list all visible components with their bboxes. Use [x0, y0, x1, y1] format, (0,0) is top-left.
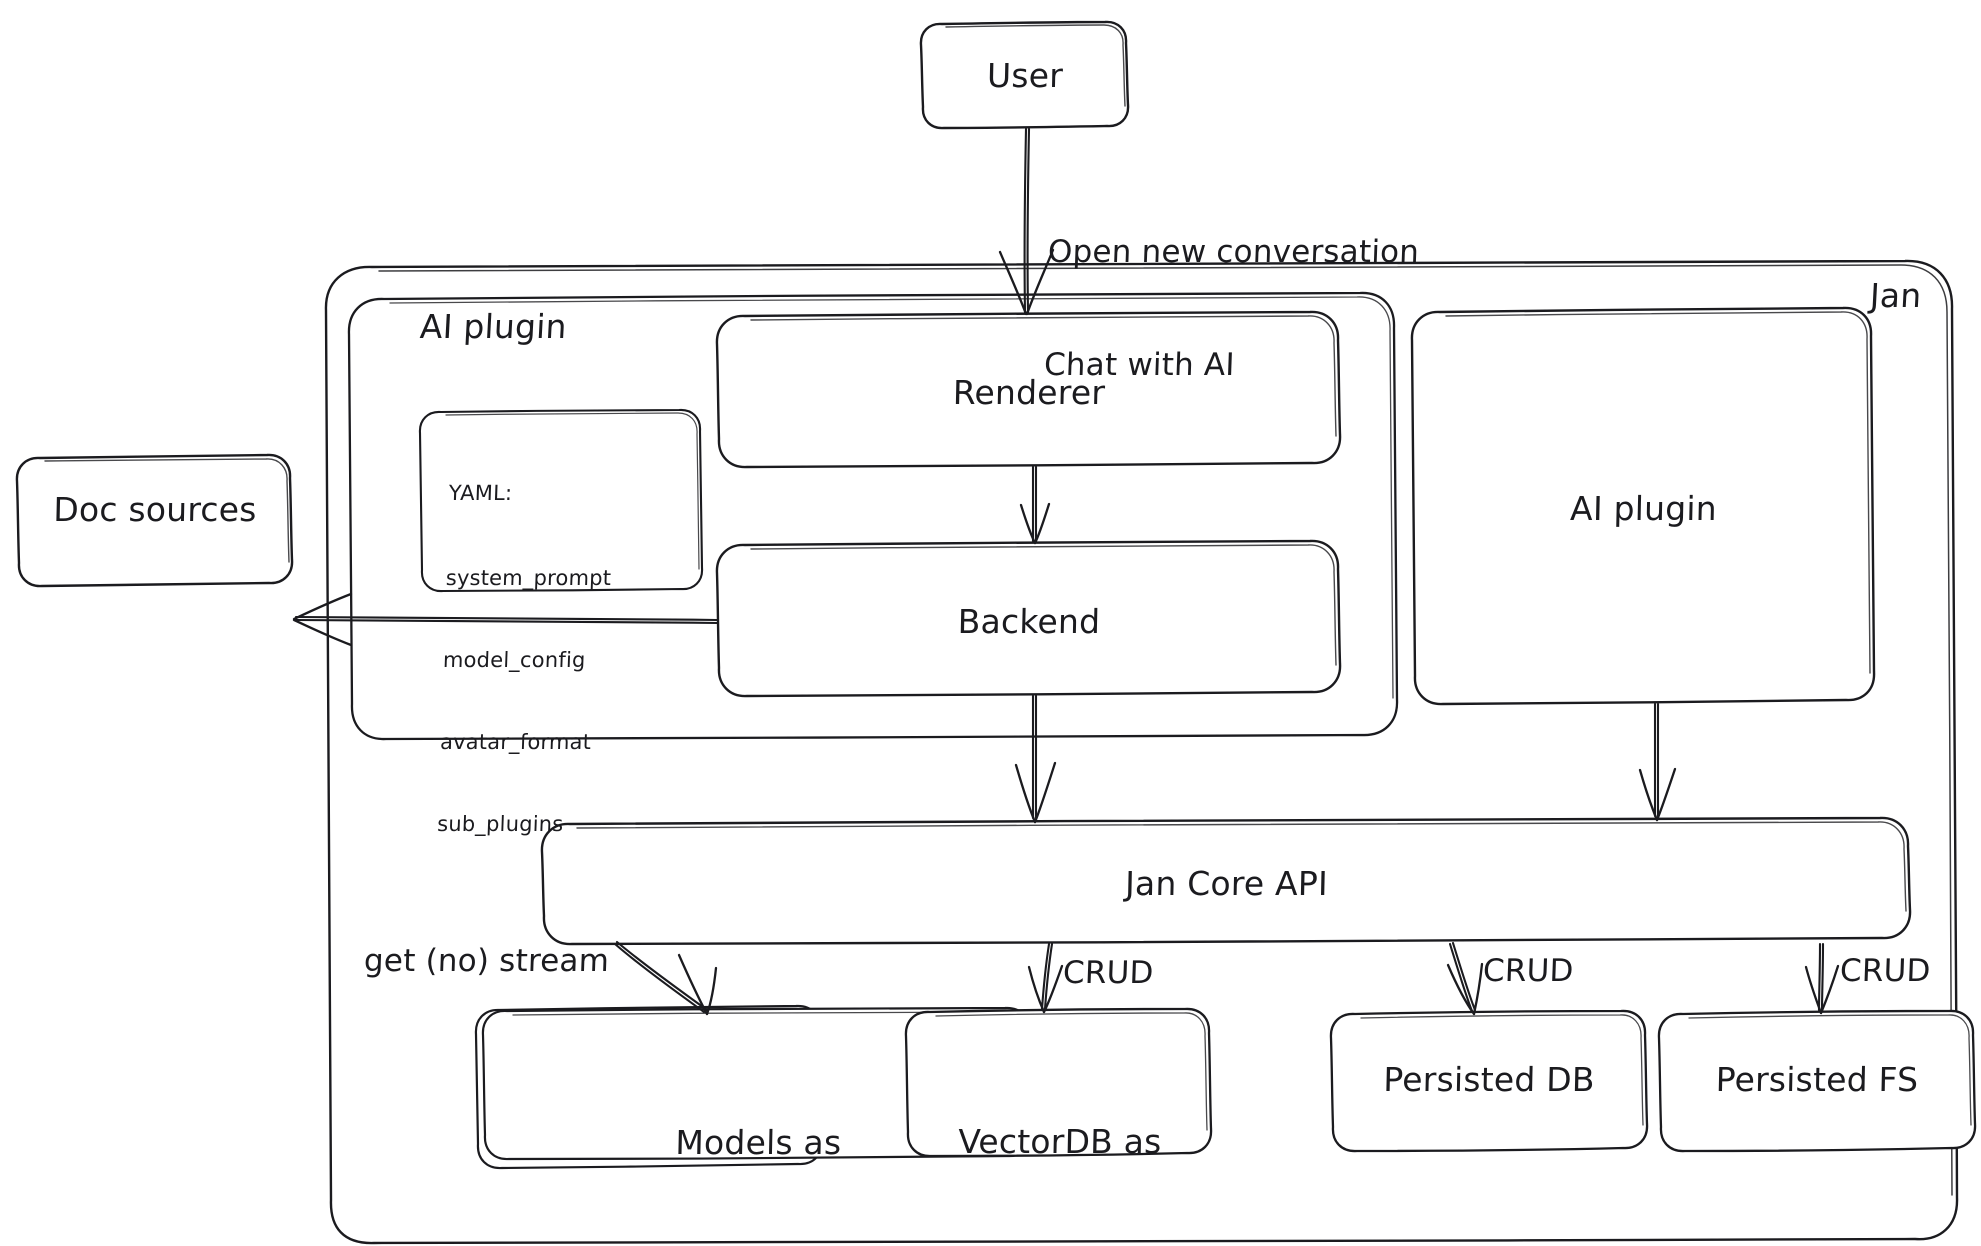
ai-plugin-right-node-shape [1410, 306, 1876, 706]
edge-ai-plugin-to-core-api [1638, 702, 1677, 822]
edge-core-api-to-models [613, 940, 718, 1016]
edge-backend-to-core-api [1014, 694, 1057, 824]
edge-renderer-to-backend [1019, 465, 1051, 545]
edge-core-api-to-persisted-db [1446, 941, 1484, 1016]
edge-backend-to-doc-sources [292, 592, 719, 647]
persisted-fs-node-shape [1657, 1009, 1977, 1153]
edge-user-to-renderer [998, 127, 1055, 316]
edge-core-api-to-persisted-fs [1804, 942, 1840, 1015]
vectordb-plugin-node-shape [904, 1007, 1213, 1158]
persisted-db-node-shape [1329, 1009, 1649, 1153]
doc-sources-node-shape [15, 453, 294, 588]
user-node-shape [919, 20, 1130, 130]
jan-core-api-node-shape [540, 816, 1912, 946]
backend-node-shape [715, 539, 1342, 698]
renderer-node-shape [715, 310, 1342, 469]
yaml-card-shape [418, 408, 704, 593]
edge-core-api-to-vectordb [1027, 942, 1064, 1014]
models-plugin-node-shape [474, 1004, 1033, 1170]
